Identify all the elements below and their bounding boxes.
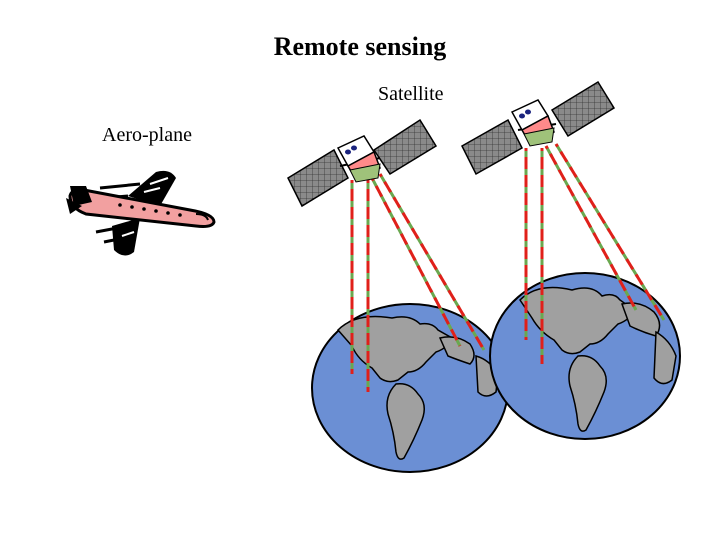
- satellite-label: Satellite: [378, 83, 444, 105]
- satellite-icon: [461, 80, 616, 176]
- aeroplane-label: Aero-plane: [102, 124, 192, 146]
- airplane-icon: [66, 170, 216, 256]
- globe-icon: [489, 272, 681, 440]
- satellite-icon: [287, 118, 438, 208]
- right-satellite-beams: [524, 143, 666, 364]
- page-title: Remote sensing: [273, 32, 447, 61]
- globe-icon: [311, 303, 509, 473]
- left-satellite-beams: [350, 173, 486, 392]
